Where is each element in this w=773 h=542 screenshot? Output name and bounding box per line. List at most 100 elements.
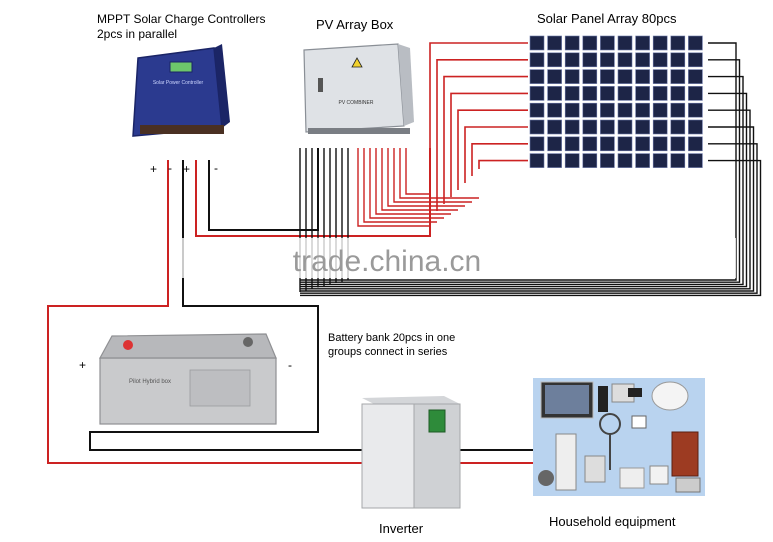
solar-panel (547, 153, 562, 168)
red-wire-controller-to-battery (47, 160, 540, 464)
solar-panel (635, 69, 650, 84)
string-positive-wire (429, 42, 528, 218)
solar-panel (688, 119, 703, 135)
solar-panel (670, 35, 686, 51)
solar-panel (670, 52, 686, 68)
solar-panel (670, 86, 686, 101)
solar-panel (564, 119, 580, 135)
solar-panel (635, 52, 650, 68)
black-wire-controller-to-battery (89, 160, 540, 451)
solar-panel (600, 153, 615, 168)
household-label: Household equipment (549, 514, 676, 529)
solar-panel (564, 153, 580, 168)
washer-icon (584, 455, 606, 483)
battery-brand-text: Pilot Hybrid box (129, 379, 171, 385)
controller-minus-1: - (168, 161, 172, 175)
solar-array-label: Solar Panel Array 80pcs (537, 11, 677, 26)
solar-panel (529, 86, 545, 101)
string-negative-wire (300, 92, 748, 288)
controller-terminal-block (140, 125, 224, 134)
solar-panel (547, 86, 562, 101)
controller-display (169, 61, 193, 73)
solar-panel (547, 102, 562, 118)
solar-panel (688, 35, 703, 51)
controller-plate-text: Solar Power Controller (153, 80, 204, 86)
solar-panel (670, 136, 686, 152)
solar-panel (529, 69, 545, 84)
solar-panel (688, 136, 703, 152)
red-wire-controller-pvbox (195, 148, 431, 237)
refrigerator-icon (555, 433, 577, 491)
solar-panel (529, 119, 545, 135)
solar-panel (600, 86, 615, 101)
solar-panel (635, 136, 650, 152)
controller-minus-2: - (214, 161, 218, 175)
solar-panel (582, 35, 598, 51)
microwave-icon (675, 477, 701, 493)
controller-subtitle: 2pcs in parallel (97, 27, 177, 41)
solar-panel (529, 136, 545, 152)
battery-terminal-neg (243, 337, 253, 347)
speaker-icon (598, 386, 608, 412)
solar-panel (547, 52, 562, 68)
solar-panel (547, 35, 562, 51)
pv-box-label: PV Array Box (316, 17, 394, 32)
solar-panel (635, 86, 650, 101)
solar-panel (617, 69, 633, 84)
solar-panel (652, 86, 668, 101)
solar-panel (617, 136, 633, 152)
solar-panel (617, 102, 633, 118)
solar-panel (564, 69, 580, 84)
solar-panel (670, 119, 686, 135)
solar-panel (617, 35, 633, 51)
string-positive-wire (471, 143, 528, 176)
solar-panel (582, 153, 598, 168)
solar-panel (688, 86, 703, 101)
camera-icon (628, 388, 642, 397)
controller-body (132, 47, 223, 137)
solar-panel (670, 102, 686, 118)
solar-panel (652, 136, 668, 152)
pvbox-positive-bus (387, 148, 465, 207)
string-positive-wire (464, 126, 528, 183)
solar-panel (652, 35, 668, 51)
solar-panel (582, 86, 598, 101)
string-negative-wire (300, 109, 751, 290)
battery-lid (98, 333, 277, 359)
pvbox-positive-bus (375, 148, 451, 215)
solar-panel (600, 69, 615, 84)
solar-panel (547, 119, 562, 135)
battery-label-panel (189, 369, 251, 407)
inverter-front (361, 403, 415, 509)
battery-wiring (47, 160, 540, 464)
controller-title: MPPT Solar Charge Controllers (97, 12, 266, 26)
string-positive-wire (436, 58, 528, 211)
solar-panel-array (529, 35, 703, 168)
string-wiring (300, 42, 762, 297)
string-negative-wire (300, 75, 744, 286)
solar-panel (652, 52, 668, 68)
solar-panel (652, 119, 668, 135)
heater-icon (619, 467, 645, 489)
solar-panel (529, 52, 545, 68)
solar-panel (635, 153, 650, 168)
solar-panel (617, 153, 633, 168)
solar-panel (635, 119, 650, 135)
string-negative-wire (300, 59, 741, 283)
controller-side (214, 44, 230, 128)
solar-panel (652, 153, 668, 168)
solar-panel (564, 86, 580, 101)
string-positive-wire (478, 159, 528, 169)
solar-panel (529, 102, 545, 118)
solar-panel (582, 52, 598, 68)
battery-terminal-pos (123, 340, 133, 350)
string-negative-wire (300, 42, 737, 281)
battery-label-1: Battery bank 20pcs in one (328, 332, 455, 344)
pvbox-positive-bus (381, 148, 458, 211)
solar-panel (670, 153, 686, 168)
inverter-side (413, 403, 461, 509)
solar-panel (688, 69, 703, 84)
pvbox-handle (318, 78, 323, 92)
pvbox-positive-bus (369, 148, 444, 219)
pot-icon (538, 470, 554, 486)
